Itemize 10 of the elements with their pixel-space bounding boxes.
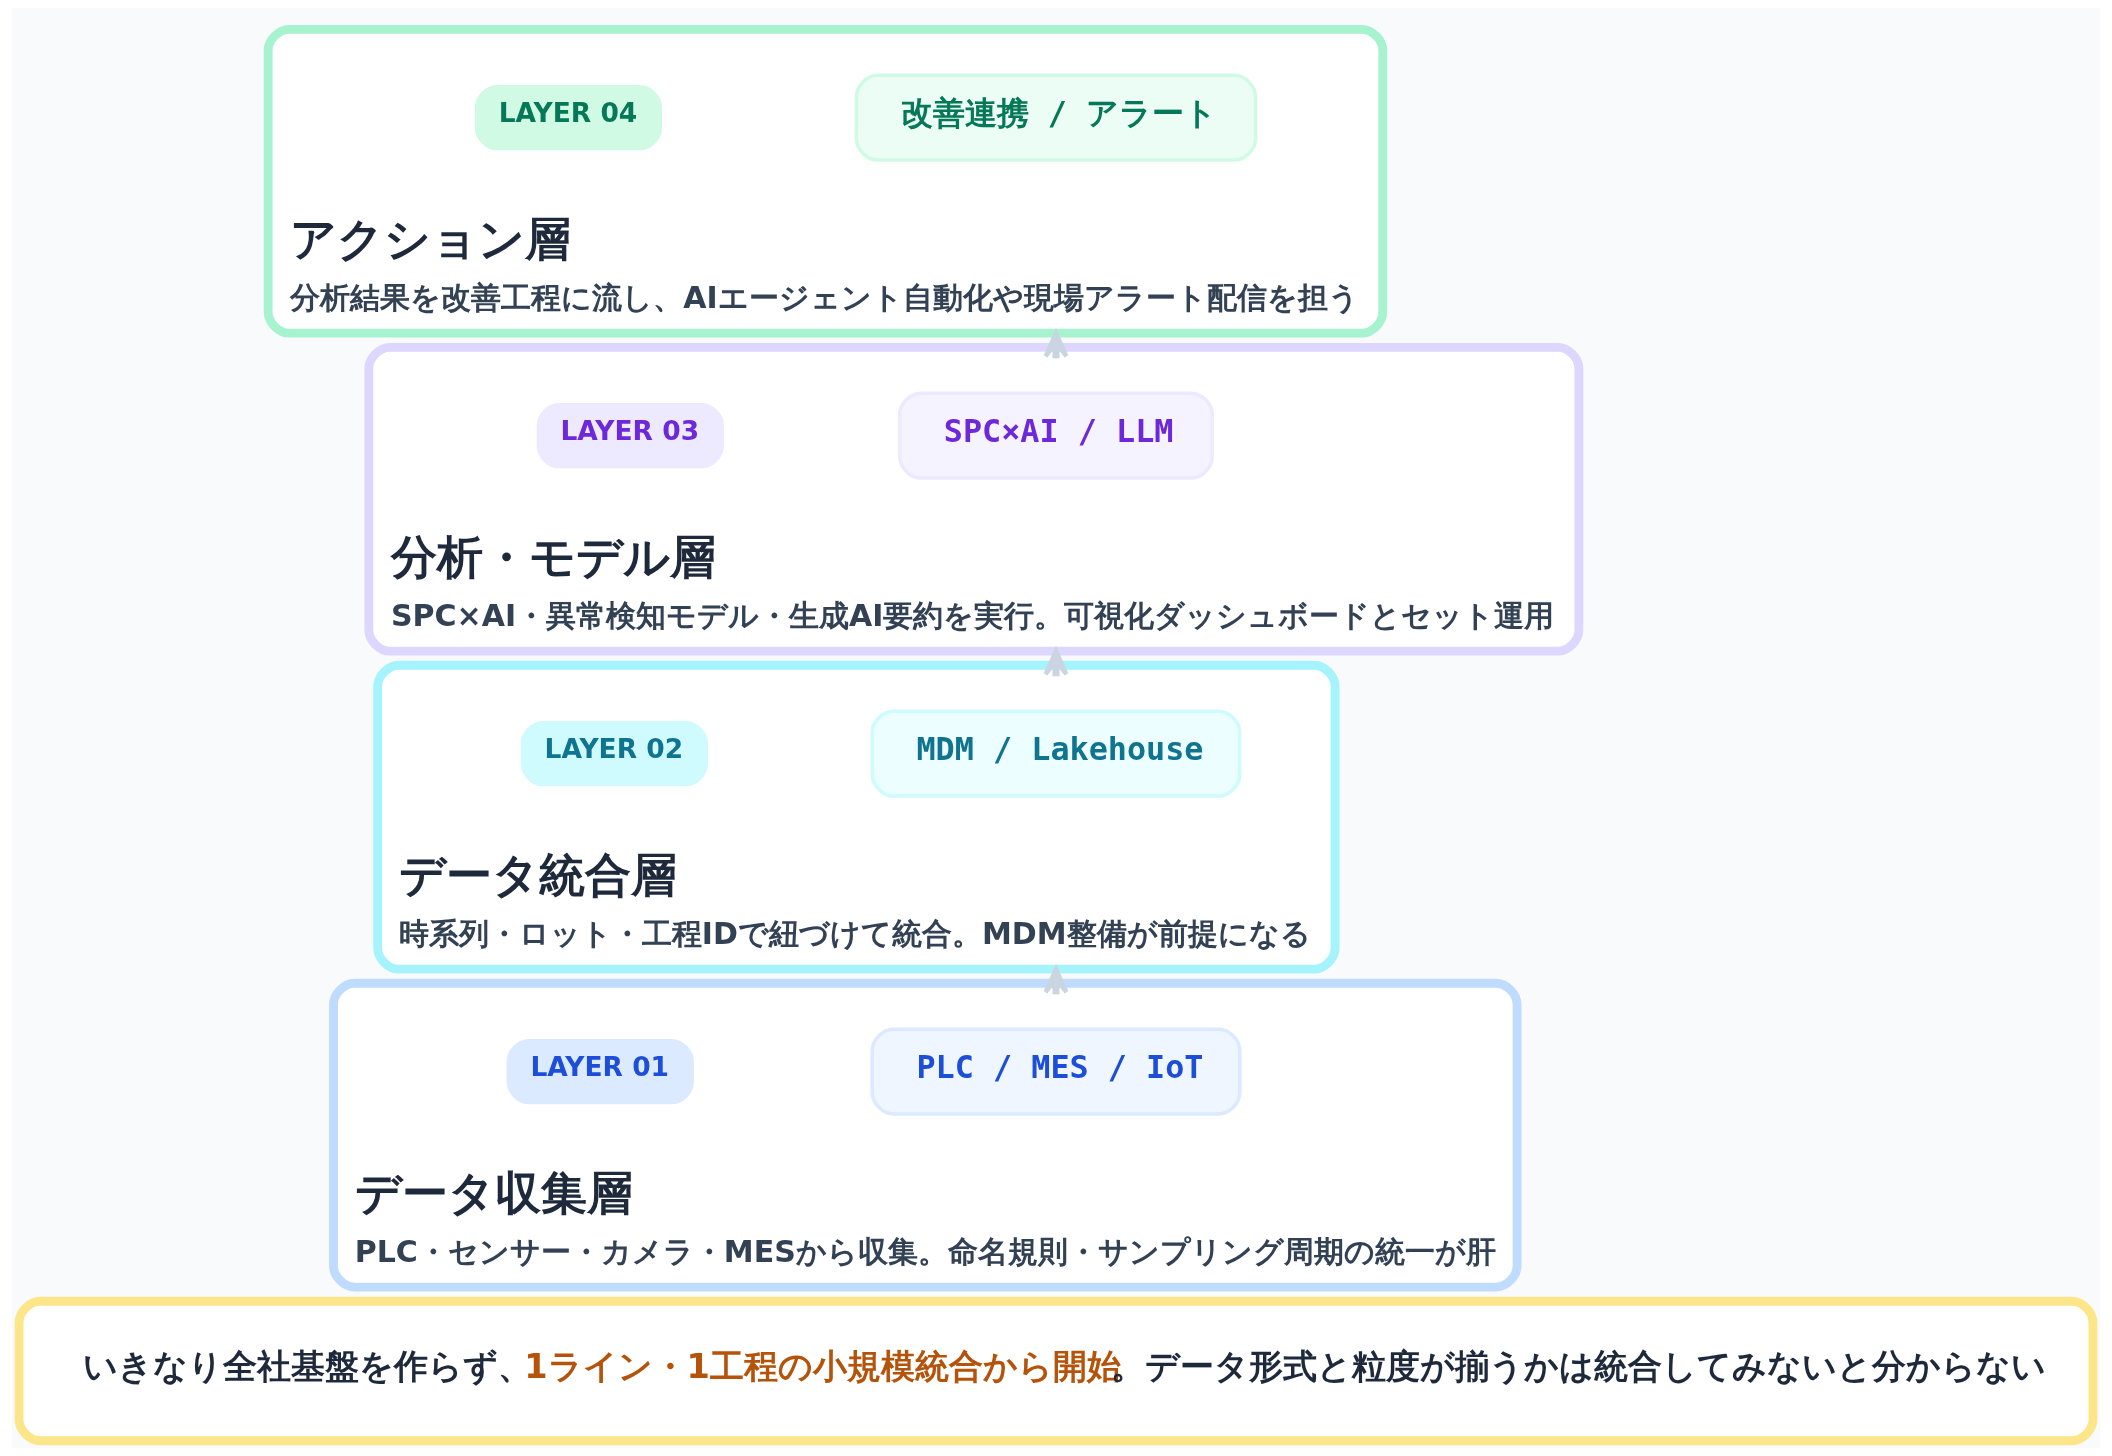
node-box: 改善連携 / アラート [854,73,1258,162]
node-box: LAYER 01 [506,1038,694,1105]
node-box: MDM / Lakehouse [870,709,1242,798]
arrow [1043,648,1069,677]
node-box: いきなり全社基盤を作らず、1ライン・1工程の小規模統合から開始。データ形式と粒度が揃うかは統合してみないと分からない [14,1296,2098,1446]
node-box: PLC / MES / IoT [870,1027,1242,1116]
node-box: LAYER 02 [520,720,708,787]
arrow [1043,966,1069,995]
arrow [1043,331,1069,359]
node-box: LAYER 04 [474,85,663,151]
